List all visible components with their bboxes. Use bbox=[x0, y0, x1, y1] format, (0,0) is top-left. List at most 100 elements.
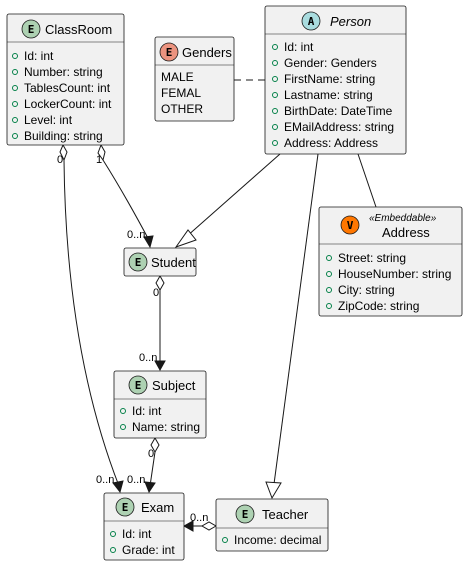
classroom-title: ClassRoom bbox=[45, 22, 112, 37]
attribute: City: string bbox=[338, 283, 395, 297]
attribute: TablesCount: int bbox=[24, 81, 111, 95]
student-inheritance-triangle bbox=[174, 229, 197, 248]
exam-attributes: Id: int Grade: int bbox=[110, 527, 175, 557]
attribute: Lastname: string bbox=[284, 88, 373, 102]
teacher-class[interactable]: E Teacher Income: decimal bbox=[215, 498, 329, 552]
attribute: BirthDate: DateTime bbox=[284, 104, 393, 118]
attribute: Id: int bbox=[122, 527, 152, 541]
subject-class[interactable]: E Subject Id: int Name: string bbox=[113, 370, 207, 439]
student-title: Student bbox=[151, 255, 196, 270]
attribute: LockerCount: int bbox=[24, 97, 112, 111]
public-visibility-icon bbox=[272, 140, 278, 146]
enum-badge-letter: E bbox=[166, 46, 173, 59]
multiplicity-subject-exam-source: 0 bbox=[148, 448, 154, 460]
attribute: FirstName: string bbox=[284, 72, 375, 86]
classroom-student-line bbox=[102, 159, 151, 243]
address-title: Address bbox=[382, 225, 430, 240]
public-visibility-icon bbox=[120, 424, 126, 430]
public-visibility-icon bbox=[272, 44, 278, 50]
public-visibility-icon bbox=[12, 69, 18, 75]
public-visibility-icon bbox=[272, 76, 278, 82]
multiplicity-classroom-exam-source: 0 bbox=[57, 154, 63, 166]
multiplicity-classroom-exam-target: 0..n bbox=[96, 474, 114, 486]
attribute: Building: string bbox=[24, 129, 103, 143]
person-title: Person bbox=[330, 14, 371, 29]
address-embeddable-class[interactable]: V «Embeddable» Address Street: string Ho… bbox=[318, 206, 463, 317]
person-student-inheritance-line bbox=[185, 153, 281, 238]
attribute: Gender: Genders bbox=[284, 56, 377, 70]
public-visibility-icon bbox=[326, 255, 332, 261]
person-abstract-class[interactable]: A Person Id: int Gender: Genders FirstNa… bbox=[264, 5, 407, 155]
address-stereotype: «Embeddable» bbox=[369, 213, 437, 224]
public-visibility-icon bbox=[120, 408, 126, 414]
classroom-exam-line bbox=[63, 159, 120, 487]
entity-badge-letter: E bbox=[135, 256, 142, 269]
public-visibility-icon bbox=[222, 537, 228, 543]
attribute: Id: int bbox=[132, 404, 162, 418]
enum-value: OTHER bbox=[161, 102, 203, 116]
attribute: Grade: int bbox=[122, 543, 175, 557]
public-visibility-icon bbox=[12, 85, 18, 91]
attribute: Name: string bbox=[132, 420, 200, 434]
multiplicity-classroom-student-target: 0..n bbox=[127, 229, 145, 241]
attribute: Address: Address bbox=[284, 136, 378, 150]
subject-attributes: Id: int Name: string bbox=[120, 404, 200, 434]
attribute: ZipCode: string bbox=[338, 299, 419, 313]
abstract-badge-letter: A bbox=[308, 15, 315, 28]
public-visibility-icon bbox=[110, 531, 116, 537]
classroom-exam-arrowhead bbox=[112, 480, 124, 494]
student-class[interactable]: E Student bbox=[123, 247, 197, 277]
enum-value: MALE bbox=[161, 70, 194, 84]
public-visibility-icon bbox=[272, 108, 278, 114]
attribute: Id: int bbox=[24, 49, 54, 63]
multiplicity-student-subject-source: 0 bbox=[153, 287, 159, 299]
public-visibility-icon bbox=[110, 547, 116, 553]
public-visibility-icon bbox=[326, 303, 332, 309]
person-teacher-inheritance-line bbox=[273, 153, 319, 485]
genders-title: Genders bbox=[182, 45, 232, 60]
exam-title: Exam bbox=[141, 500, 174, 515]
multiplicity-classroom-student-source: 1 bbox=[96, 154, 102, 166]
entity-badge-icon bbox=[128, 252, 148, 272]
exam-class[interactable]: E Exam Id: int Grade: int bbox=[103, 492, 185, 561]
multiplicity-student-subject-target: 0..n bbox=[139, 352, 157, 364]
teacher-exam-arrowhead bbox=[182, 520, 194, 532]
public-visibility-icon bbox=[12, 117, 18, 123]
entity-badge-icon bbox=[128, 375, 148, 395]
address-attributes: Street: string HouseNumber: string City:… bbox=[326, 251, 451, 313]
attribute: Income: decimal bbox=[234, 533, 321, 547]
entity-badge-letter: E bbox=[28, 23, 35, 36]
attribute: Street: string bbox=[338, 251, 406, 265]
entity-badge-icon bbox=[21, 19, 41, 39]
person-attributes: Id: int Gender: Genders FirstName: strin… bbox=[272, 40, 394, 150]
public-visibility-icon bbox=[272, 124, 278, 130]
attribute: HouseNumber: string bbox=[338, 267, 451, 281]
public-visibility-icon bbox=[272, 92, 278, 98]
entity-badge-icon bbox=[235, 504, 255, 524]
entity-badge-letter: E bbox=[122, 501, 129, 514]
genders-enum[interactable]: E Genders MALE FEMAL OTHER bbox=[154, 36, 235, 122]
attribute: Level: int bbox=[24, 113, 73, 127]
subject-exam-arrowhead bbox=[144, 481, 156, 494]
classroom-attributes: Id: int Number: string TablesCount: int … bbox=[12, 49, 112, 143]
public-visibility-icon bbox=[12, 53, 18, 59]
value-badge-letter: V bbox=[347, 219, 354, 232]
teacher-title: Teacher bbox=[262, 507, 309, 522]
subject-exam-line bbox=[149, 451, 156, 487]
attribute: EMailAddress: string bbox=[284, 120, 394, 134]
multiplicity-subject-exam-target: 0..n bbox=[127, 474, 145, 486]
classroom-student-arrowhead bbox=[143, 235, 154, 249]
student-subject-arrowhead bbox=[154, 360, 166, 372]
subject-title: Subject bbox=[152, 378, 196, 393]
entity-badge-letter: E bbox=[242, 508, 249, 521]
enum-value: FEMAL bbox=[161, 86, 201, 100]
public-visibility-icon bbox=[12, 133, 18, 139]
public-visibility-icon bbox=[12, 101, 18, 107]
abstract-badge-icon bbox=[301, 11, 321, 31]
attribute: Id: int bbox=[284, 40, 314, 54]
entity-badge-letter: E bbox=[135, 379, 142, 392]
public-visibility-icon bbox=[326, 271, 332, 277]
teacher-inheritance-triangle bbox=[265, 481, 282, 500]
classroom-class[interactable]: E ClassRoom Id: int Number: string Table… bbox=[6, 13, 125, 146]
